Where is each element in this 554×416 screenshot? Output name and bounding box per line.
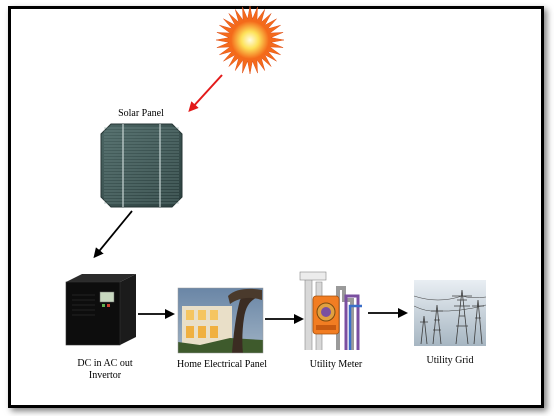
utility-grid-label: Utility Grid bbox=[426, 355, 474, 366]
sun-icon bbox=[215, 5, 285, 75]
inverter-label-line2: Invertor bbox=[88, 370, 122, 381]
panel-to-inverter-arrow bbox=[93, 210, 133, 259]
home-electrical-panel-image bbox=[177, 287, 264, 354]
home-panel-label: Home Electrical Panel bbox=[177, 359, 267, 370]
utility-grid-image bbox=[413, 280, 487, 346]
sun-to-panel-arrow bbox=[188, 74, 223, 112]
utility-meter-label: Utility Meter bbox=[309, 359, 363, 370]
solar-panel-icon bbox=[100, 123, 183, 208]
utility-meter-icon bbox=[299, 271, 362, 350]
inverter-label: DC in AC out Invertor bbox=[50, 358, 160, 382]
solar-panel-label: Solar Panel bbox=[118, 108, 164, 119]
inverter-icon bbox=[65, 274, 136, 346]
inverter-label-line1: DC in AC out bbox=[77, 358, 133, 369]
